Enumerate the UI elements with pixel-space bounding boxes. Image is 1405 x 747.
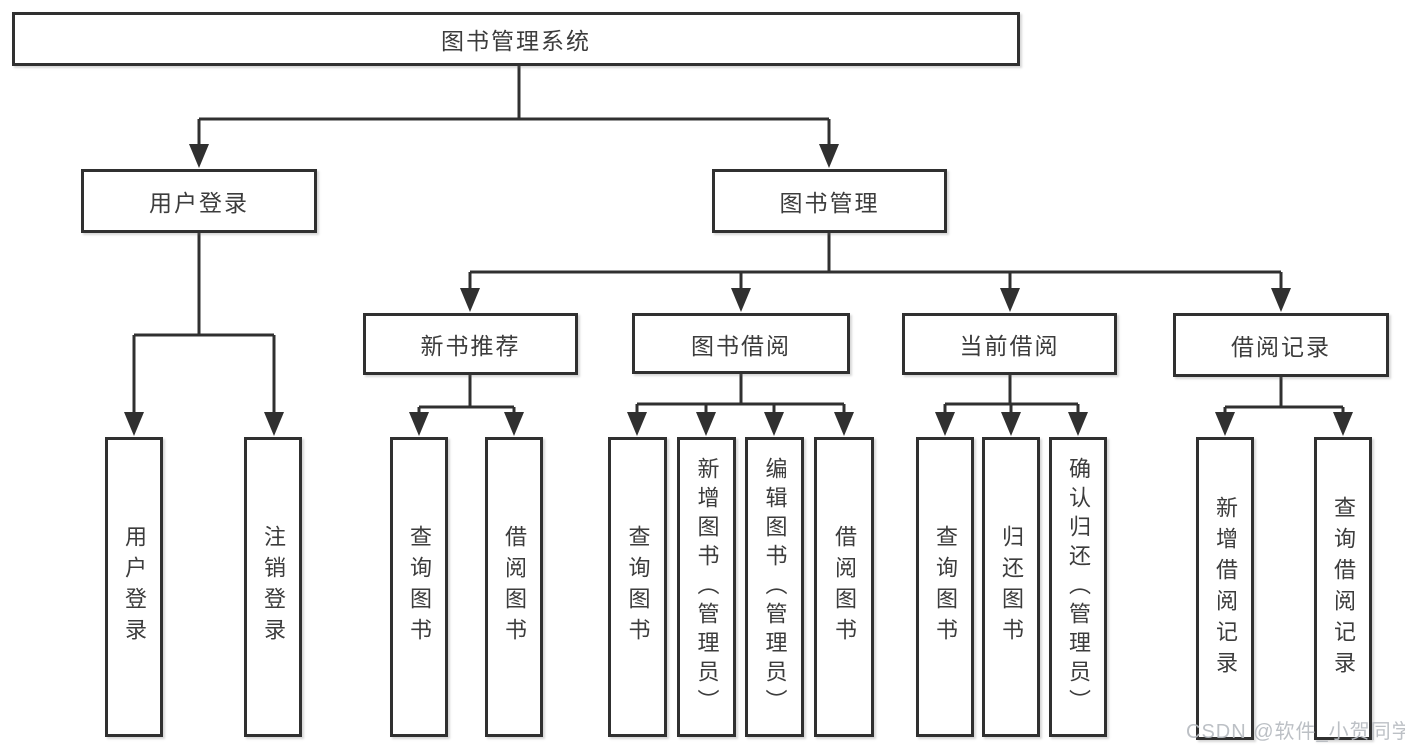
node-leaf-br-add-record-label: 新增借阅记录 [1213,495,1238,682]
arrowhead-borrow-records [1271,288,1291,312]
node-leaf-logout-label: 注销登录 [261,525,286,649]
node-leaf-nbr-query-books: 查询图书 [390,437,448,737]
arrowhead-bb-edit [764,412,784,436]
arrowhead-nbr-borrow [504,412,524,436]
node-leaf-user-login: 用户登录 [105,437,163,737]
node-current-borrow: 当前借阅 [902,313,1117,375]
arrowhead-cb-confirm [1068,412,1088,436]
connector-bb-to-leaves [635,374,846,414]
node-leaf-logout: 注销登录 [244,437,302,737]
node-leaf-bb-query-books: 查询图书 [608,437,667,737]
node-user-login: 用户登录 [81,169,317,233]
arrowhead-bb-query [627,412,647,436]
node-leaf-nbr-query-books-label: 查询图书 [407,525,432,649]
node-leaf-cb-confirm-return-admin-label: 确认归还（管理员） [1066,456,1091,718]
arrowhead-book-mgmt [819,144,839,168]
node-leaf-bb-add-books-admin: 新增图书（管理员） [677,437,736,737]
arrowhead-cb-query [935,412,955,436]
arrowhead-book-borrow [731,288,751,312]
connector-userlogin-to-leaves [132,233,276,414]
node-root-label: 图书管理系统 [441,28,591,54]
csdn-watermark: CSDN @软件_小贺同学 [1186,721,1405,743]
node-leaf-br-add-record: 新增借阅记录 [1196,437,1254,740]
node-book-mgmt-label: 图书管理 [779,190,880,216]
node-leaf-cb-return-books-label: 归还图书 [999,525,1024,649]
connector-nbr-to-leaves [417,375,516,414]
node-borrow-records-label: 借阅记录 [1231,334,1331,360]
node-leaf-cb-query-books-label: 查询图书 [933,525,958,649]
node-current-borrow-label: 当前借阅 [959,333,1060,359]
connector-br-to-leaves [1223,377,1345,414]
arrowhead-br-add [1215,412,1235,436]
node-book-mgmt: 图书管理 [712,169,947,233]
node-leaf-cb-query-books: 查询图书 [916,437,974,737]
node-new-book-rec-label: 新书推荐 [420,333,521,359]
node-leaf-user-login-label: 用户登录 [122,525,147,649]
node-leaf-bb-edit-books-admin: 编辑图书（管理员） [745,437,804,737]
node-book-borrow: 图书借阅 [632,313,850,374]
node-book-borrow-label: 图书借阅 [691,332,791,359]
node-leaf-br-query-record-label: 查询借阅记录 [1331,495,1356,682]
arrowhead-user-login [189,144,209,168]
connector-root-to-level2 [197,66,831,146]
arrowhead-cb-return [1001,412,1021,436]
node-leaf-cb-return-books: 归还图书 [982,437,1040,737]
node-leaf-nbr-borrow-books: 借阅图书 [485,437,543,737]
node-root: 图书管理系统 [12,12,1020,66]
arrowhead-bb-add [696,412,716,436]
node-new-book-rec: 新书推荐 [363,313,578,375]
arrowhead-bb-borrow [834,412,854,436]
node-borrow-records: 借阅记录 [1173,313,1389,377]
node-leaf-cb-confirm-return-admin: 确认归还（管理员） [1049,437,1107,737]
node-leaf-nbr-borrow-books-label: 借阅图书 [502,525,527,649]
node-leaf-bb-borrow-books: 借阅图书 [814,437,874,737]
arrowhead-new-book-rec [460,288,480,312]
node-leaf-br-query-record: 查询借阅记录 [1314,437,1372,740]
node-leaf-bb-edit-books-admin-label: 编辑图书（管理员） [762,456,788,718]
node-leaf-bb-borrow-books-label: 借阅图书 [832,525,857,649]
arrowhead-br-query [1333,412,1353,436]
arrowhead-ul-login [124,412,144,436]
arrowhead-ul-logout [264,412,284,436]
node-leaf-bb-add-books-admin-label: 新增图书（管理员） [694,456,720,718]
arrowhead-nbr-query [409,412,429,436]
connector-cb-to-leaves [943,375,1080,414]
node-user-login-label: 用户登录 [149,190,249,216]
node-leaf-bb-query-books-label: 查询图书 [625,525,651,649]
arrowhead-current-borrow [1000,288,1020,312]
connector-bookmgmt-to-level3 [468,233,1283,290]
